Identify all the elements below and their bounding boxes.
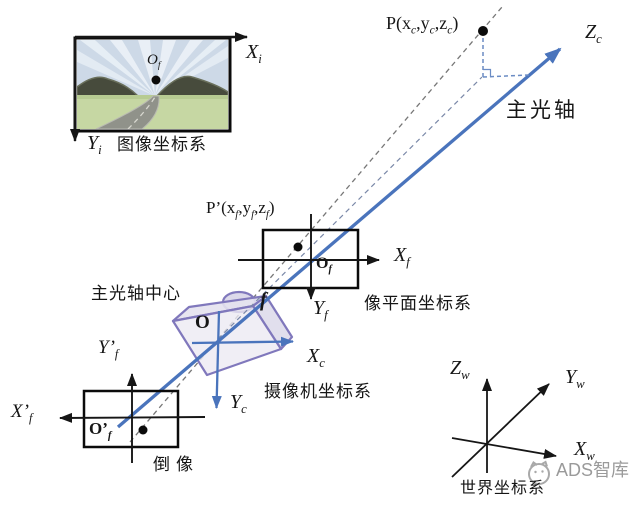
xi-axis-label: Xi: [246, 41, 262, 66]
zw-axis-label: Zw: [450, 357, 470, 382]
ypf-axis-label: Y’f: [98, 337, 119, 361]
yw-axis-label: Yw: [565, 366, 585, 391]
camera-coord-label: 摄像机坐标系: [264, 382, 372, 401]
p-prime-dot: [293, 242, 303, 252]
yf-axis-label: Yf: [313, 297, 328, 322]
principal-axis-line: [116, 47, 562, 429]
image-origin-dot: [151, 75, 161, 85]
xw-axis: [451, 437, 557, 459]
yc-axis-label: Yc: [230, 391, 247, 416]
secondary-ray-dashed: [217, 76, 483, 340]
xf-axis-label: Xf: [394, 244, 410, 269]
right-angle-mark: [483, 68, 492, 77]
world-coord-label: 世界坐标系: [460, 480, 546, 497]
yi-axis-label: Yi: [87, 132, 102, 157]
yw-axis: [451, 383, 550, 478]
road: [95, 95, 160, 129]
plane-origin-label: Of: [316, 255, 332, 276]
mountain-left: [77, 76, 140, 97]
inverted-origin-label: O’f: [89, 419, 112, 442]
p-dot: [478, 26, 488, 36]
xpf-axis-label: X’f: [11, 401, 33, 425]
focal-length-label: f: [260, 289, 267, 311]
watermark-text: ADS智库: [556, 460, 630, 480]
yc-axis: [211, 310, 222, 409]
mountain-right: [155, 75, 228, 97]
zc-axis-label: Zc: [585, 21, 602, 46]
xw-axis-label: Xw: [574, 438, 595, 463]
inverted-image-label: 倒像: [153, 455, 199, 474]
image-origin-label: Of: [147, 52, 161, 71]
principal-axis-label: 主光轴: [506, 99, 578, 122]
image-plane-coord-label: 像平面坐标系: [364, 294, 472, 313]
image-coord-label: 图像坐标系: [117, 135, 207, 154]
inverted-image-rect: [82, 389, 180, 449]
point-p-label: P(xc,yc,zc): [386, 13, 459, 37]
ads-logo-icon: [528, 460, 550, 485]
inverted-dot: [138, 425, 148, 435]
camera-origin-label: O: [195, 312, 210, 333]
point-p-prime-label: P’(xf,yf,zf): [206, 198, 275, 221]
xc-axis-label: Xc: [307, 345, 325, 370]
xc-axis: [191, 336, 294, 347]
principal-center-label: 主光轴中心: [91, 284, 181, 303]
landscape-image: [77, 40, 228, 129]
